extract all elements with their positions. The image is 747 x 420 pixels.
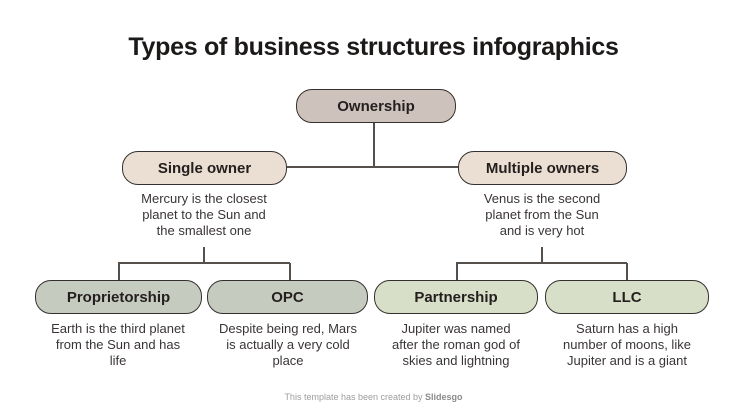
description-line: life <box>109 353 127 368</box>
connector-level1-horizontal <box>287 166 458 168</box>
description-line: the smallest one <box>156 223 252 238</box>
footer-credit: This template has been created by Slides… <box>0 392 747 402</box>
description-line: Despite being red, Mars <box>218 321 357 336</box>
connector-drop-partnership <box>456 263 458 280</box>
description-llc: Saturn has a high number of moons, like … <box>537 321 717 369</box>
description-line: Jupiter and is a giant <box>567 353 687 368</box>
node-partnership: Partnership <box>374 280 538 314</box>
description-line: number of moons, like <box>563 337 691 352</box>
connector-multiple-owners-stub <box>541 247 543 263</box>
description-line: is actually a very cold <box>226 337 350 352</box>
connector-left-bracket-horizontal <box>118 262 290 264</box>
node-multiple-owners: Multiple owners <box>458 151 627 185</box>
description-partnership: Jupiter was named after the roman god of… <box>366 321 546 369</box>
footer-brand: Slidesgo <box>425 392 463 402</box>
description-line: Earth is the third planet <box>51 321 185 336</box>
node-ownership: Ownership <box>296 89 456 123</box>
description-line: after the roman god of <box>392 337 520 352</box>
description-line: planet from the Sun <box>485 207 599 222</box>
connector-single-owner-stub <box>203 247 205 263</box>
description-line: and is very hot <box>499 223 585 238</box>
node-proprietorship-label: Proprietorship <box>66 288 171 306</box>
description-line: skies and lightning <box>402 353 510 368</box>
description-line: Mercury is the closest <box>141 191 267 206</box>
description-line: Venus is the second <box>483 191 601 206</box>
description-line: Saturn has a high <box>576 321 678 336</box>
node-proprietorship: Proprietorship <box>35 280 202 314</box>
node-single-owner-label: Single owner <box>157 159 252 177</box>
node-opc: OPC <box>207 280 368 314</box>
description-single-owner: Mercury is the closest planet to the Sun… <box>104 191 304 239</box>
description-line: from the Sun and has <box>55 337 181 352</box>
connector-root-vertical <box>373 123 375 167</box>
node-opc-label: OPC <box>271 288 304 306</box>
node-ownership-label: Ownership <box>337 97 415 115</box>
connector-drop-proprietorship <box>118 263 120 280</box>
page-title: Types of business structures infographic… <box>128 33 619 61</box>
footer-credit-text: This template has been created by <box>284 392 426 402</box>
node-llc-label: LLC <box>612 288 642 306</box>
description-multiple-owners: Venus is the second planet from the Sun … <box>442 191 642 239</box>
connector-right-bracket-horizontal <box>456 262 627 264</box>
description-line: planet to the Sun and <box>142 207 266 222</box>
description-proprietorship: Earth is the third planet from the Sun a… <box>28 321 208 369</box>
node-multiple-owners-label: Multiple owners <box>485 159 600 177</box>
node-llc: LLC <box>545 280 709 314</box>
connector-drop-llc <box>626 263 628 280</box>
description-line: place <box>272 353 304 368</box>
node-partnership-label: Partnership <box>414 288 498 306</box>
description-line: Jupiter was named <box>401 321 511 336</box>
connector-drop-opc <box>289 263 291 280</box>
description-opc: Despite being red, Mars is actually a ve… <box>198 321 378 369</box>
node-single-owner: Single owner <box>122 151 287 185</box>
